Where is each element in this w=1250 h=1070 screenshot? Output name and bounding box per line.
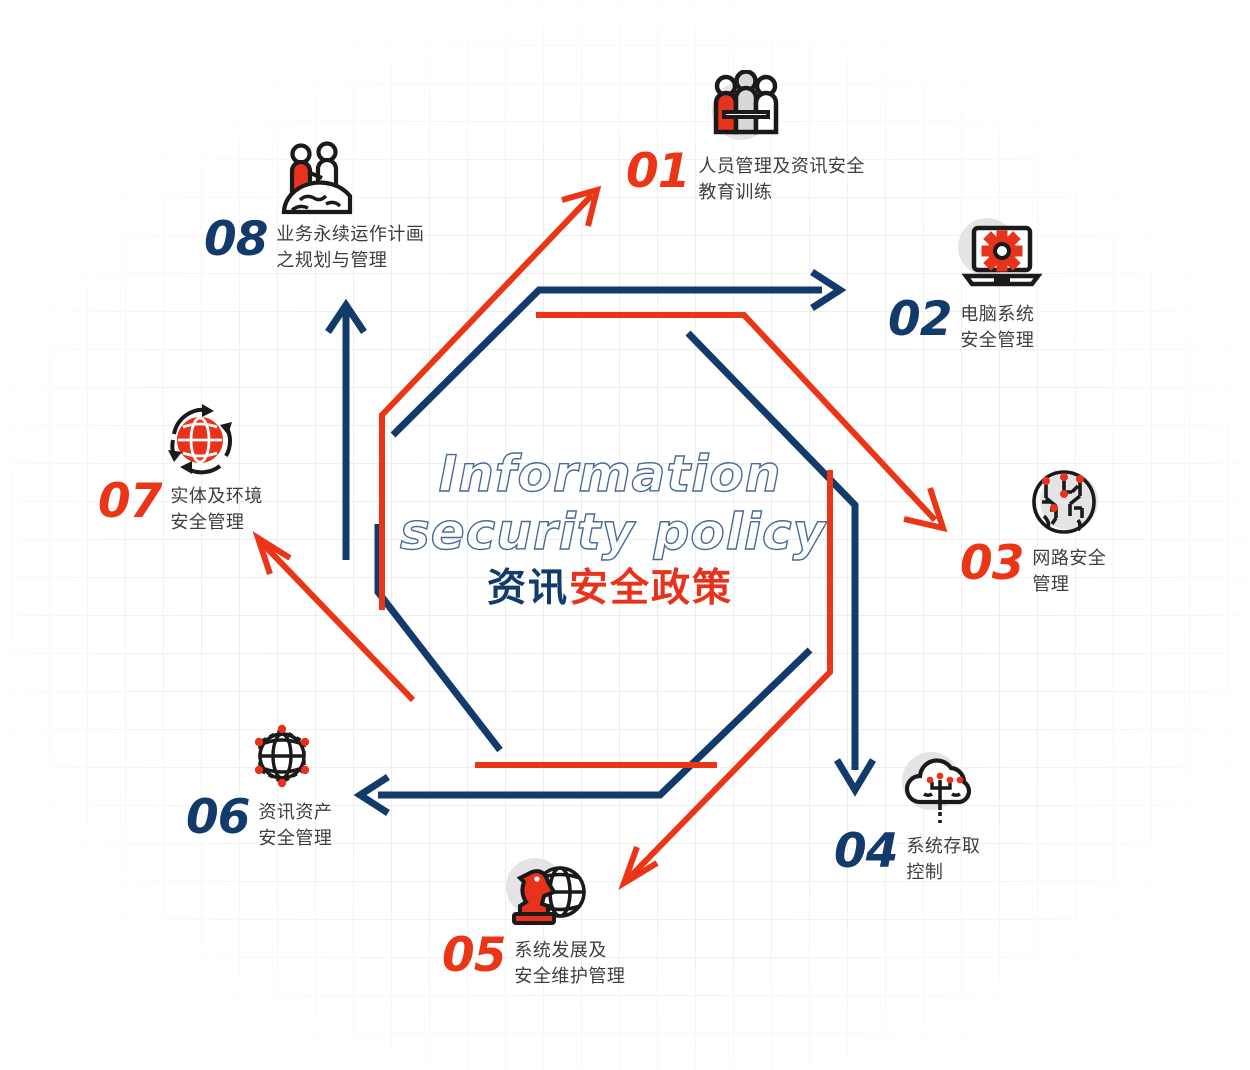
item-05[interactable]: 05 系统发展及 安全维护管理 xyxy=(442,852,626,989)
item-07-number: 07 xyxy=(98,474,162,529)
item-06-label: 资讯资产 安全管理 xyxy=(258,802,333,849)
title-en-line2: security policy xyxy=(399,502,827,561)
red-arrow-to-05 xyxy=(618,470,833,890)
people-meeting-icon xyxy=(698,70,794,154)
item-08-number: 08 xyxy=(204,212,268,267)
navy-arrow-to-08 xyxy=(325,298,367,560)
item-06[interactable]: 06 资讯资产 安全管理 xyxy=(186,716,334,851)
item-02-number: 02 xyxy=(888,292,952,347)
title-en-line1: Information xyxy=(438,444,782,503)
title-cn-part1: 资讯 xyxy=(486,566,569,611)
item-03-label: 网路安全 管理 xyxy=(1032,548,1107,595)
laptop-gear-icon xyxy=(954,218,1050,302)
globe-network-icon xyxy=(1020,462,1116,546)
red-arrow-to-07 xyxy=(252,531,416,703)
item-04[interactable]: 04 系统存取 控制 xyxy=(834,750,990,885)
globe-hexnode-icon xyxy=(238,716,334,800)
item-04-number: 04 xyxy=(834,824,898,879)
item-08[interactable]: 08 业务永续运作计画 之规划与管理 xyxy=(204,140,424,273)
navy-arrow-to-02 xyxy=(390,269,847,438)
knight-globe-icon xyxy=(498,852,594,936)
globe-cycle-icon xyxy=(156,400,252,484)
center-title-block: Information security policy 资讯安全政策 xyxy=(399,444,827,608)
item-04-label: 系统存取 控制 xyxy=(906,836,981,883)
red-arrow-to-03 xyxy=(536,312,948,533)
cloud-access-icon xyxy=(894,750,990,834)
item-01[interactable]: 01 人员管理及资讯安全 教育训练 xyxy=(626,70,865,205)
item-06-number: 06 xyxy=(186,790,250,845)
item-03[interactable]: 03 网路安全 管理 xyxy=(960,462,1116,597)
people-globe-icon xyxy=(270,140,366,224)
item-01-label: 人员管理及资讯安全 教育训练 xyxy=(698,156,865,203)
item-07-label: 实体及环境 安全管理 xyxy=(170,486,263,533)
item-05-label: 系统发展及 安全维护管理 xyxy=(514,940,626,987)
title-cn-part2: 安全政策 xyxy=(569,566,734,611)
item-07[interactable]: 07 实体及环境 安全管理 xyxy=(98,400,263,535)
item-02-label: 电脑系统 安全管理 xyxy=(960,304,1035,351)
red-arrow-to-01 xyxy=(379,185,602,610)
item-08-label: 业务永续运作计画 之规划与管理 xyxy=(276,224,425,271)
item-02[interactable]: 02 电脑系统 安全管理 xyxy=(888,218,1050,353)
item-01-number: 01 xyxy=(626,144,690,199)
title-cn: 资讯安全政策 xyxy=(400,569,820,608)
navy-path-left-lower xyxy=(374,524,503,753)
item-03-number: 03 xyxy=(960,536,1024,591)
item-05-number: 05 xyxy=(442,928,506,983)
navy-arrow-to-06 xyxy=(353,647,813,816)
navy-arrow-to-04 xyxy=(685,330,877,797)
